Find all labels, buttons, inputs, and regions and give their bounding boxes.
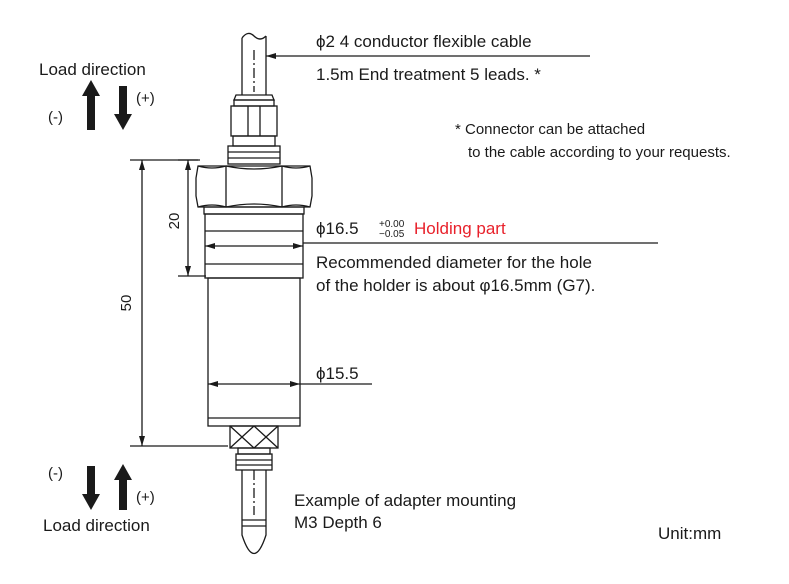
dimension-arrowheads [139, 53, 303, 446]
load-minus-bottom: (-) [48, 465, 63, 482]
hex-nut [195, 165, 313, 215]
holding-leader [205, 242, 658, 247]
load-plus-bottom: (+) [136, 489, 155, 506]
arrow-down-icon [82, 466, 100, 510]
cable-gland [227, 94, 281, 165]
note-line-1: * Connector can be attached [455, 121, 646, 138]
adapter-line-2: M3 Depth 6 [294, 513, 382, 532]
body-diameter: ϕ15.5 [316, 364, 359, 383]
tolerance-lower: −0.05 [379, 229, 405, 240]
bottom-hex [229, 425, 279, 449]
load-direction-bottom: Load direction [43, 516, 150, 535]
recommend-line-2: of the holder is about φ16.5mm (G7). [316, 276, 596, 295]
holding-part-label: Holding part [414, 219, 506, 238]
main-body [207, 277, 301, 427]
recommend-line-1: Recommended diameter for the hole [316, 253, 592, 272]
load-arrows-top [82, 80, 132, 130]
cable-length: 1.5m End treatment 5 leads. * [316, 65, 541, 84]
note-line-2: to the cable according to your requests. [468, 144, 731, 161]
holding-diameter: ϕ16.5 [316, 219, 359, 238]
dimension-50: 50 [118, 295, 135, 312]
load-arrows-bottom [82, 464, 132, 510]
load-minus-top: (-) [48, 109, 63, 126]
cable-spec: ϕ2 4 conductor flexible cable [316, 32, 532, 51]
arrow-down-icon [114, 86, 132, 130]
load-direction-top: Load direction [39, 60, 146, 79]
arrow-up-icon [82, 80, 100, 130]
adapter [235, 447, 273, 555]
adapter-line-1: Example of adapter mounting [294, 491, 517, 510]
tolerance-upper: +0.00 [379, 219, 405, 230]
arrow-up-icon [114, 464, 132, 510]
load-plus-top: (+) [136, 90, 155, 107]
cable [241, 32, 267, 95]
dimension-20: 20 [166, 213, 183, 230]
unit-label: Unit:mm [658, 524, 722, 543]
dimension-50-lines [130, 159, 228, 447]
